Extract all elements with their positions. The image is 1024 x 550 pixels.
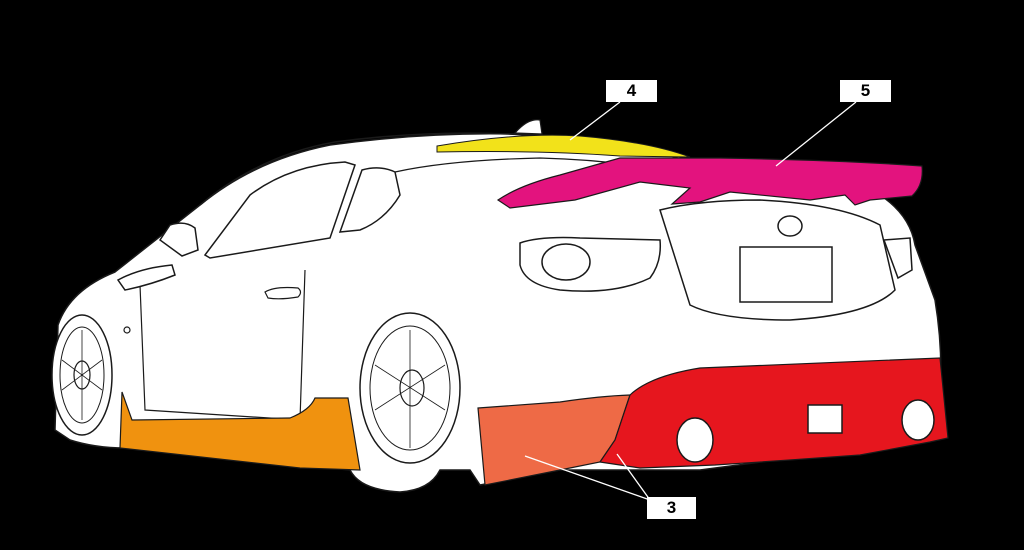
front-wheel bbox=[51, 314, 113, 436]
tail-light-lens bbox=[541, 243, 591, 281]
roof-spoiler bbox=[436, 134, 691, 158]
license-plate bbox=[739, 246, 833, 303]
door-line bbox=[139, 269, 306, 421]
leader-line-3a bbox=[524, 455, 651, 501]
door-handle bbox=[264, 286, 302, 300]
fuel-cap bbox=[123, 326, 131, 334]
leader-line-4 bbox=[569, 101, 621, 141]
callout-label-5: 5 bbox=[840, 80, 891, 102]
leader-line-5 bbox=[775, 101, 857, 167]
callout-label-4: 4 bbox=[606, 80, 657, 102]
exhaust-tips bbox=[676, 399, 935, 463]
leader-line-3b bbox=[616, 453, 651, 501]
shark-fin bbox=[513, 119, 543, 135]
side-window bbox=[203, 161, 356, 259]
rear-wing bbox=[496, 157, 923, 209]
quarter-window bbox=[338, 167, 401, 233]
rear-bumper-side-spat bbox=[477, 394, 631, 486]
side-mirror bbox=[158, 222, 199, 257]
side-skirt bbox=[119, 391, 361, 471]
rear-emblem bbox=[777, 215, 803, 237]
callout-label-3: 3 bbox=[647, 497, 696, 519]
right-tail-light bbox=[882, 237, 913, 280]
rear-wheel bbox=[359, 312, 461, 464]
front-grille-vent bbox=[116, 264, 176, 291]
